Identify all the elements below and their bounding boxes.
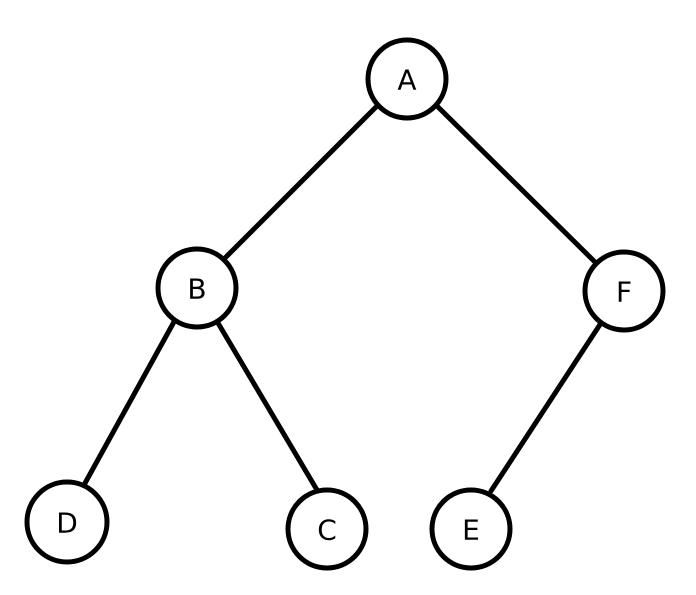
node-e[interactable]: E xyxy=(429,487,513,571)
node-f-circle[interactable] xyxy=(582,249,666,333)
edge-f-e xyxy=(488,320,604,494)
node-b[interactable]: B xyxy=(155,246,239,330)
node-d[interactable]: D xyxy=(24,479,110,565)
node-c-circle[interactable] xyxy=(285,487,369,571)
node-a-label: A xyxy=(397,64,416,97)
node-f-label: F xyxy=(616,276,632,309)
node-b-circle[interactable] xyxy=(155,246,239,330)
edge-layer xyxy=(81,102,604,494)
edge-b-d xyxy=(81,317,178,488)
node-f[interactable]: F xyxy=(582,249,666,333)
node-b-label: B xyxy=(187,273,206,306)
edge-b-c xyxy=(215,320,320,493)
node-e-label: E xyxy=(462,514,480,547)
edge-a-b xyxy=(223,102,381,260)
node-a-circle[interactable] xyxy=(365,37,449,121)
node-e-circle[interactable] xyxy=(429,487,513,571)
node-d-label: D xyxy=(56,507,78,540)
node-d-circle[interactable] xyxy=(24,479,110,565)
node-c-label: C xyxy=(317,514,337,547)
node-c[interactable]: C xyxy=(285,487,369,571)
edge-a-f xyxy=(433,102,599,266)
node-layer: A B F D C E xyxy=(24,37,666,571)
node-a[interactable]: A xyxy=(365,37,449,121)
